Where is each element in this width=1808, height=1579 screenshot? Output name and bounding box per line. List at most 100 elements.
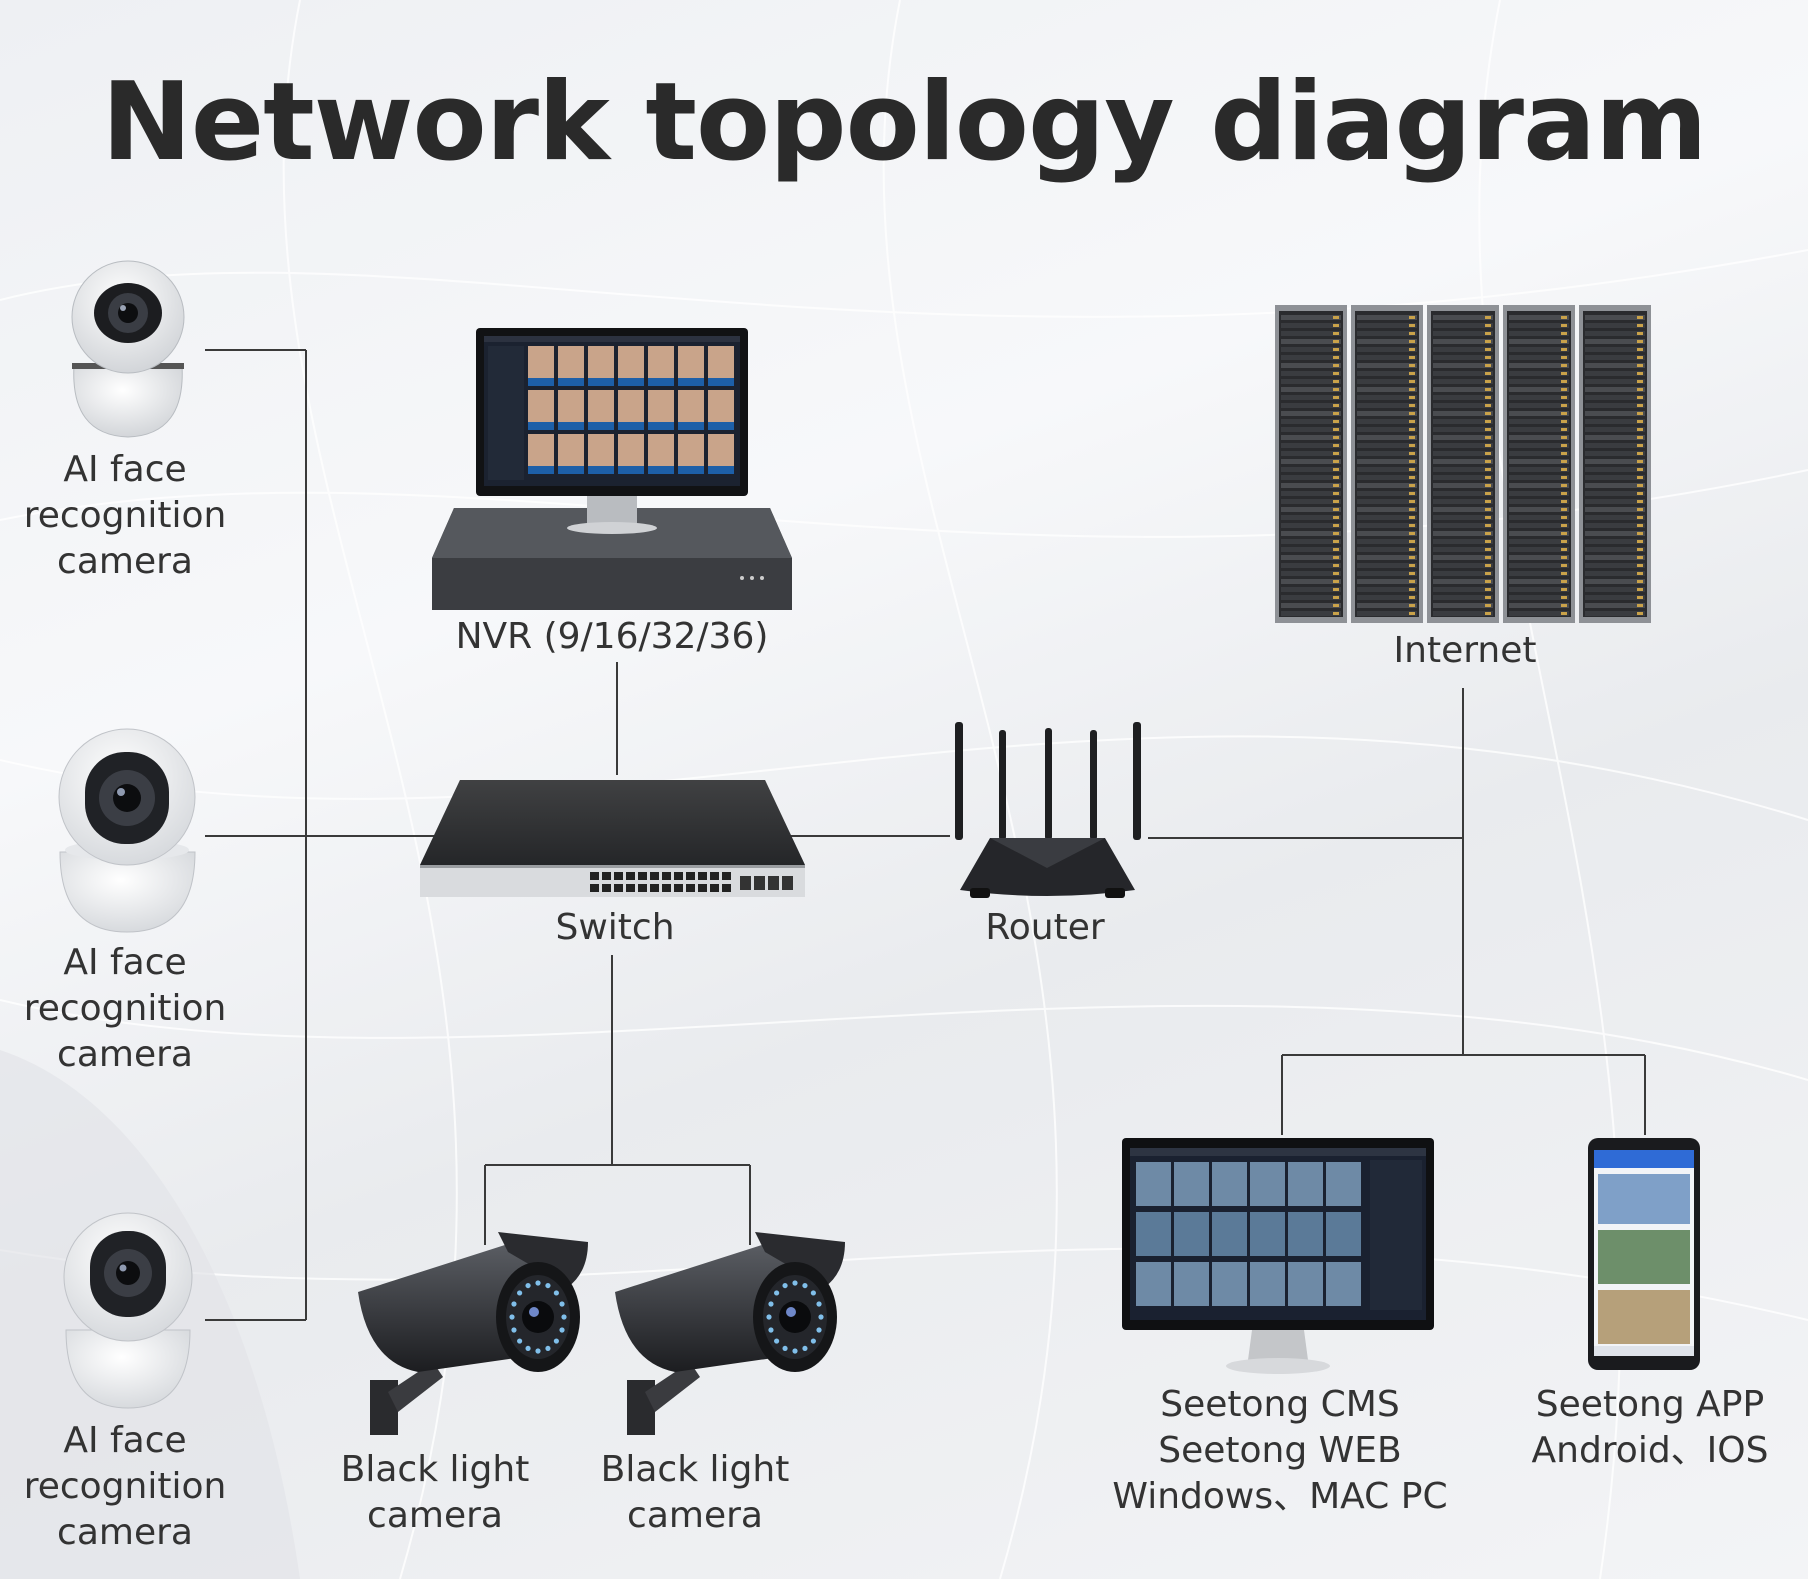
server-unit xyxy=(1585,547,1645,552)
server-unit xyxy=(1585,523,1645,528)
server-led xyxy=(1561,492,1567,495)
nvr-label: NVR (9/16/32/36) xyxy=(455,616,769,657)
face-thumbnail xyxy=(528,346,554,378)
server-led xyxy=(1485,444,1491,447)
face-caption xyxy=(648,378,674,386)
server-unit xyxy=(1509,587,1569,592)
face-thumbnail xyxy=(558,434,584,466)
server-led xyxy=(1333,388,1339,391)
server-unit xyxy=(1357,379,1417,384)
server-led xyxy=(1485,388,1491,391)
server-led xyxy=(1561,556,1567,559)
server-led xyxy=(1637,548,1643,551)
server-unit xyxy=(1585,371,1645,376)
face-thumbnail xyxy=(678,390,704,422)
server-led xyxy=(1485,324,1491,327)
server-led xyxy=(1333,380,1339,383)
video-tile xyxy=(1174,1212,1209,1256)
server-led xyxy=(1637,500,1643,503)
ir-led xyxy=(545,1345,551,1352)
server-led xyxy=(1409,356,1415,359)
page-title: Network topology diagram xyxy=(101,60,1708,185)
server-unit xyxy=(1585,595,1645,600)
server-unit xyxy=(1509,459,1569,464)
server-unit xyxy=(1509,387,1569,392)
server-led xyxy=(1561,428,1567,431)
face-thumbnail xyxy=(708,390,734,422)
server-led xyxy=(1561,452,1567,455)
face-thumbnail xyxy=(588,346,614,378)
server-unit xyxy=(1281,355,1341,360)
server-led xyxy=(1485,588,1491,591)
server-unit xyxy=(1585,587,1645,592)
dome-camera-icon xyxy=(58,728,196,933)
server-led xyxy=(1561,564,1567,567)
server-unit xyxy=(1281,395,1341,400)
server-led xyxy=(1637,396,1643,399)
server-unit xyxy=(1357,491,1417,496)
server-led xyxy=(1561,388,1567,391)
server-unit xyxy=(1433,443,1493,448)
server-unit xyxy=(1585,499,1645,504)
server-led xyxy=(1637,572,1643,575)
server-unit xyxy=(1585,315,1645,320)
server-unit xyxy=(1281,587,1341,592)
face-thumbnail xyxy=(588,434,614,466)
server-led xyxy=(1637,588,1643,591)
server-unit xyxy=(1357,403,1417,408)
server-led xyxy=(1485,460,1491,463)
app-label-line2: Android、IOS xyxy=(1531,1430,1769,1471)
server-led xyxy=(1333,564,1339,567)
ir-led xyxy=(774,1338,780,1344)
face-thumbnail xyxy=(648,390,674,422)
server-unit xyxy=(1281,523,1341,528)
server-unit xyxy=(1281,331,1341,336)
video-tile xyxy=(1212,1212,1247,1256)
server-unit xyxy=(1281,515,1341,520)
server-led xyxy=(1409,372,1415,375)
server-unit xyxy=(1281,379,1341,384)
server-unit xyxy=(1433,547,1493,552)
server-led xyxy=(1637,484,1643,487)
server-unit xyxy=(1585,483,1645,488)
ir-led xyxy=(766,1314,772,1320)
server-unit xyxy=(1585,539,1645,544)
ir-led xyxy=(810,1338,816,1344)
server-unit xyxy=(1357,555,1417,560)
server-led xyxy=(1333,324,1339,327)
server-unit xyxy=(1585,411,1645,416)
server-led xyxy=(1333,532,1339,535)
server-led xyxy=(1409,476,1415,479)
face-caption xyxy=(588,422,614,430)
face-caption xyxy=(678,466,704,474)
server-unit xyxy=(1281,467,1341,472)
sfp-port xyxy=(740,876,751,890)
bullet-camera-icon xyxy=(358,1232,588,1435)
desktop-monitor-icon xyxy=(1122,1138,1434,1374)
face-thumbnail xyxy=(588,390,614,422)
server-unit xyxy=(1357,595,1417,600)
ir-led xyxy=(535,1348,541,1354)
ir-led xyxy=(782,1282,788,1289)
server-unit xyxy=(1509,411,1569,416)
switch-port xyxy=(686,884,695,892)
server-led xyxy=(1485,404,1491,407)
server-led xyxy=(1409,332,1415,335)
server-unit xyxy=(1281,451,1341,456)
server-unit xyxy=(1585,395,1645,400)
server-unit xyxy=(1357,427,1417,432)
ir-led xyxy=(553,1338,559,1344)
server-unit xyxy=(1281,435,1341,440)
server-unit xyxy=(1357,387,1417,392)
face-caption xyxy=(588,378,614,386)
server-unit xyxy=(1509,427,1569,432)
ir-led xyxy=(816,1327,822,1333)
switch-port xyxy=(590,872,599,880)
server-led xyxy=(1485,380,1491,383)
server-led xyxy=(1409,396,1415,399)
server-led xyxy=(1409,364,1415,367)
switch-port xyxy=(662,884,671,892)
server-led xyxy=(1409,508,1415,511)
server-led xyxy=(1333,524,1339,527)
server-led xyxy=(1333,492,1339,495)
